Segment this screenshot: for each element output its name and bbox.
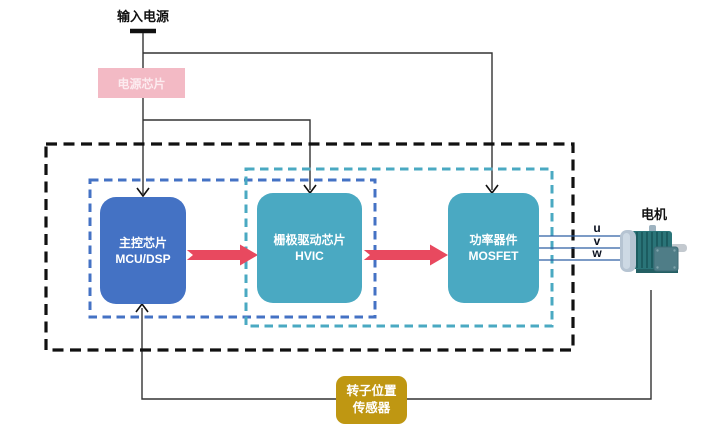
rotor-position-sensor-box: 转子位置 传感器 [336,376,407,424]
outer-module-dashed-border [44,142,575,352]
phase-v-label: v [593,234,601,248]
input-power-label: 输入电源 [116,9,169,24]
gate-driver-box: 栅极驱动芯片 HVIC [257,193,362,303]
mcu-box: 主控芯片 MCU/DSP [100,197,186,304]
rotor-sensor-label-line2: 传感器 [352,401,391,415]
motor-label: 电机 [640,207,667,222]
arrowhead-mcu-top-icon [136,187,150,198]
power-device-label-line1: 功率器件 [469,233,518,247]
gate-driver-label-line2: HVIC [295,249,324,263]
mcu-label-line1: 主控芯片 [118,235,167,250]
mcu-label-line2: MCU/DSP [115,251,171,266]
gate-driver-label-line1: 栅极驱动芯片 [273,233,346,247]
power-device-box: 功率器件 MOSFET [448,193,539,303]
wire-powerchip-to-hvic [143,119,311,190]
power-device-label-line2: MOSFET [468,249,519,263]
arrow-hvic-to-mosfet-icon [362,244,448,266]
mcu-driver-dashed-border [88,178,377,319]
phase-w-label: w [592,246,602,260]
power-chip-box: 电源芯片 [98,68,185,98]
motor-icon [620,225,687,273]
phase-u-label: u [593,221,601,235]
arrowhead-mcu-bottom-icon [135,302,149,313]
arrow-mcu-to-hvic-icon [185,244,258,266]
rotor-sensor-label-line1: 转子位置 [346,384,397,398]
power-chip-label: 电源芯片 [117,76,166,91]
